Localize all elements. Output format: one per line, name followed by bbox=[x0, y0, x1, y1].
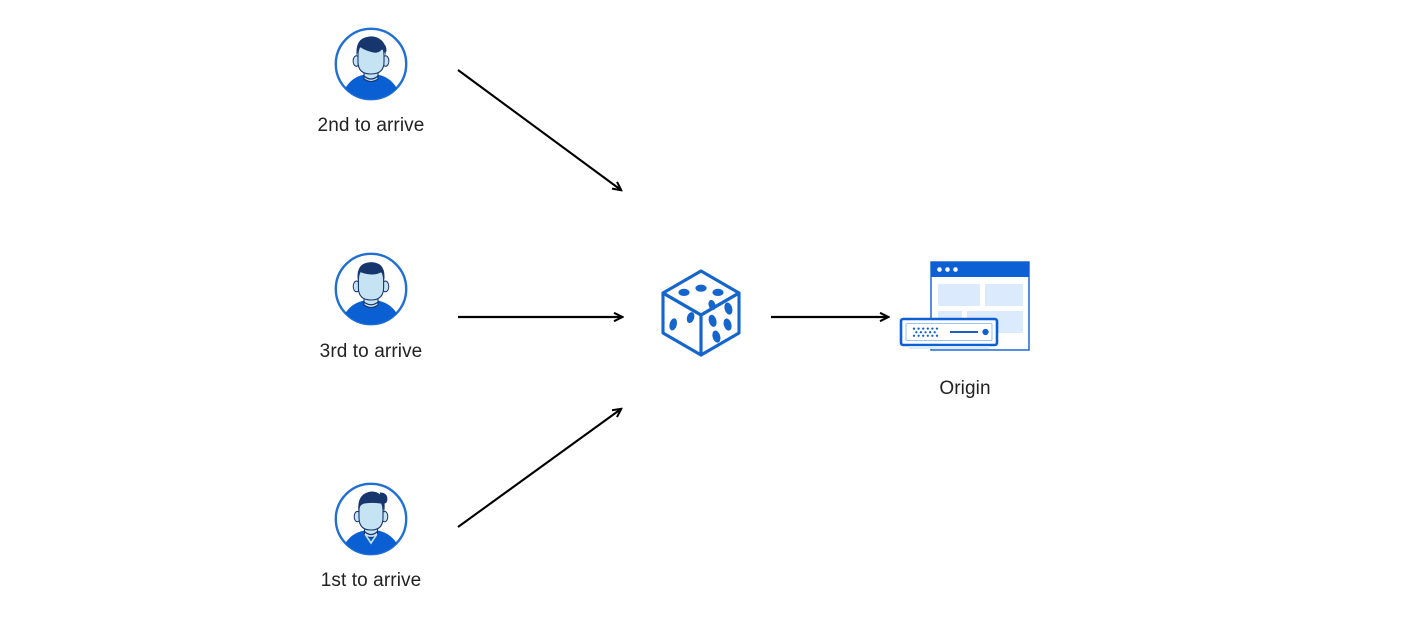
user-avatar-icon bbox=[334, 482, 408, 556]
node-label-client-2nd: 2nd to arrive bbox=[317, 115, 425, 136]
avatar bbox=[333, 481, 409, 557]
dice-cube bbox=[661, 269, 741, 357]
dice-icon bbox=[657, 267, 745, 359]
user-avatar-icon bbox=[334, 252, 408, 326]
node-label-client-3rd: 3rd to arrive bbox=[319, 341, 423, 362]
node-label-origin: Origin bbox=[939, 378, 991, 399]
origin-graphic bbox=[899, 261, 1030, 351]
avatar bbox=[333, 26, 409, 102]
user-avatar-icon bbox=[334, 27, 408, 101]
node-label-client-1st: 1st to arrive bbox=[320, 570, 422, 591]
server-device bbox=[899, 317, 999, 349]
origin-server-icon bbox=[897, 258, 1033, 358]
avatar bbox=[333, 251, 409, 327]
edge-2nd-to-dice bbox=[457, 69, 621, 190]
edge-1st-to-dice bbox=[457, 409, 621, 528]
